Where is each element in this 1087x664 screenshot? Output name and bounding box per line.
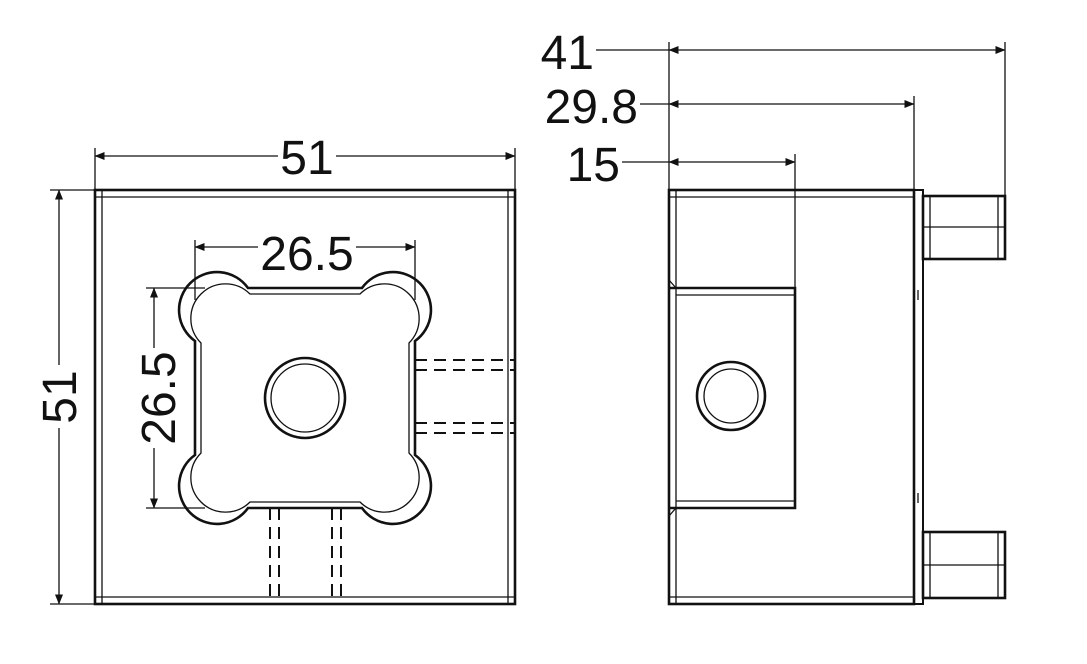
overall-depth-label: 41	[541, 27, 594, 80]
slot-corner-top	[668, 279, 677, 289]
bore-width-dimension-label: 26.5	[260, 228, 353, 281]
slot-corner-bottom	[668, 507, 677, 517]
slot-outline	[669, 286, 797, 510]
width-dimension-label: 51	[280, 132, 333, 185]
front-block-outline	[93, 188, 517, 606]
washer-plate	[913, 189, 924, 605]
slot-depth-label: 15	[567, 139, 620, 192]
side-hole-outer	[695, 360, 767, 432]
side-block-outline	[667, 188, 916, 606]
square-bore-outline	[177, 270, 433, 526]
center-hole-inner	[270, 363, 340, 433]
body-depth-label: 29.8	[545, 81, 638, 134]
side-hole-inner	[703, 368, 759, 424]
center-hole-outer	[263, 356, 347, 440]
height-dimension-label: 51	[34, 370, 87, 423]
front-view: 51 51 26.5 26.5	[34, 132, 517, 606]
bore-height-dimension-label: 26.5	[133, 351, 186, 444]
side-view: 41 29.8 15	[541, 27, 1007, 606]
square-bore-inner-line	[190, 283, 420, 513]
